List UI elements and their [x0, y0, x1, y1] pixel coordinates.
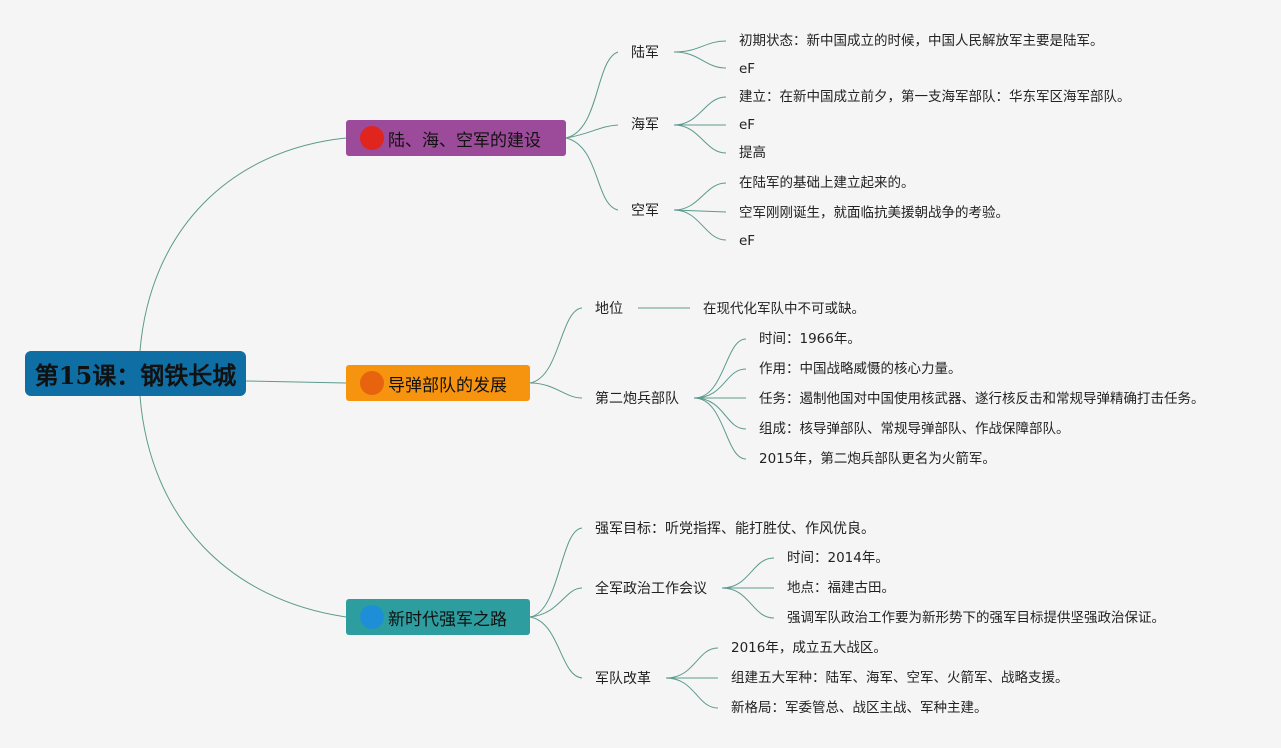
link-b3-reform — [529, 616, 583, 679]
link-root-branch1 — [139, 137, 347, 352]
leaf-text[interactable]: 新格局：军委管总、战区主战、军种主建。 — [731, 700, 988, 716]
node-haijun[interactable]: 海军 — [631, 117, 659, 133]
number-badge: 1 — [360, 126, 384, 150]
leaf-text[interactable]: 在陆军的基础上建立起来的。 — [739, 175, 915, 191]
leaf-text[interactable]: 建立：在新中国成立前夕，第一支海军部队：华东军区海军部队。 — [739, 89, 1131, 105]
leaf-text[interactable]: 组建五大军种：陆军、海军、空军、火箭军、战略支援。 — [731, 670, 1069, 686]
leaf-text[interactable]: 任务：遏制他国对中国使用核武器、遂行核反击和常规导弹精确打击任务。 — [759, 391, 1205, 407]
branch-label: 新时代强军之路 — [388, 609, 507, 630]
branch-missile-forces[interactable]: 2 导弹部队的发展 — [346, 365, 530, 401]
link-b1-haijun — [565, 124, 619, 139]
leaf-text[interactable]: eF — [739, 61, 756, 77]
link-b3-goal — [529, 527, 583, 618]
node-reform[interactable]: 军队改革 — [595, 671, 651, 687]
leaf-text[interactable]: 时间：1966年。 — [759, 331, 861, 347]
leaf-text[interactable]: 空军刚刚诞生，就面临抗美援朝战争的考验。 — [739, 205, 1009, 221]
link-b2-diwei — [529, 307, 583, 384]
node-second-artillery[interactable]: 第二炮兵部队 — [595, 391, 679, 407]
leaf-text[interactable]: 在现代化军队中不可或缺。 — [703, 301, 865, 317]
branch-army-navy-airforce[interactable]: 1 陆、海、空军的建设 — [346, 120, 566, 156]
leaf-text[interactable]: 强调军队政治工作要为新形势下的强军目标提供坚强政治保证。 — [787, 610, 1165, 626]
link-b1-kongjun — [565, 137, 619, 211]
leaf-text[interactable]: 作用：中国战略威慑的核心力量。 — [759, 361, 962, 377]
link-b3-meeting — [529, 587, 583, 618]
root-title: 第15课：钢铁长城 — [34, 361, 237, 390]
leaf-text[interactable]: 初期状态：新中国成立的时候，中国人民解放军主要是陆军。 — [739, 33, 1104, 49]
leaf-text[interactable]: 组成：核导弹部队、常规导弹部队、作战保障部队。 — [759, 421, 1070, 437]
number-badge: 3 — [360, 605, 384, 629]
leaf-text[interactable]: 2016年，成立五大战区。 — [731, 640, 887, 656]
node-goal[interactable]: 强军目标：听党指挥、能打胜仗、作风优良。 — [595, 521, 875, 537]
leaf-text[interactable]: 2015年，第二炮兵部队更名为火箭军。 — [759, 451, 996, 467]
branch-label: 陆、海、空军的建设 — [388, 130, 541, 151]
link-b2-erpao — [529, 382, 583, 399]
link-root-branch3 — [139, 395, 347, 618]
link-b1-lujun — [565, 51, 619, 139]
branch-label: 导弹部队的发展 — [388, 375, 507, 396]
leaf-text[interactable]: 时间：2014年。 — [787, 550, 889, 566]
leaf-text[interactable]: eF — [739, 233, 756, 249]
link-root-branch2 — [245, 380, 347, 384]
node-kongjun[interactable]: 空军 — [631, 203, 659, 219]
number-badge: 2 — [360, 371, 384, 395]
leaf-text[interactable]: 提高 — [739, 145, 766, 161]
node-lujun[interactable]: 陆军 — [631, 45, 659, 61]
node-diwei[interactable]: 地位 — [595, 301, 623, 317]
leaf-text[interactable]: 地点：福建古田。 — [787, 580, 895, 596]
node-political-meeting[interactable]: 全军政治工作会议 — [595, 581, 707, 597]
root-topic[interactable]: 第15课：钢铁长城 — [25, 351, 246, 396]
leaf-text[interactable]: eF — [739, 117, 756, 133]
branch-new-era[interactable]: 3 新时代强军之路 — [346, 599, 530, 635]
